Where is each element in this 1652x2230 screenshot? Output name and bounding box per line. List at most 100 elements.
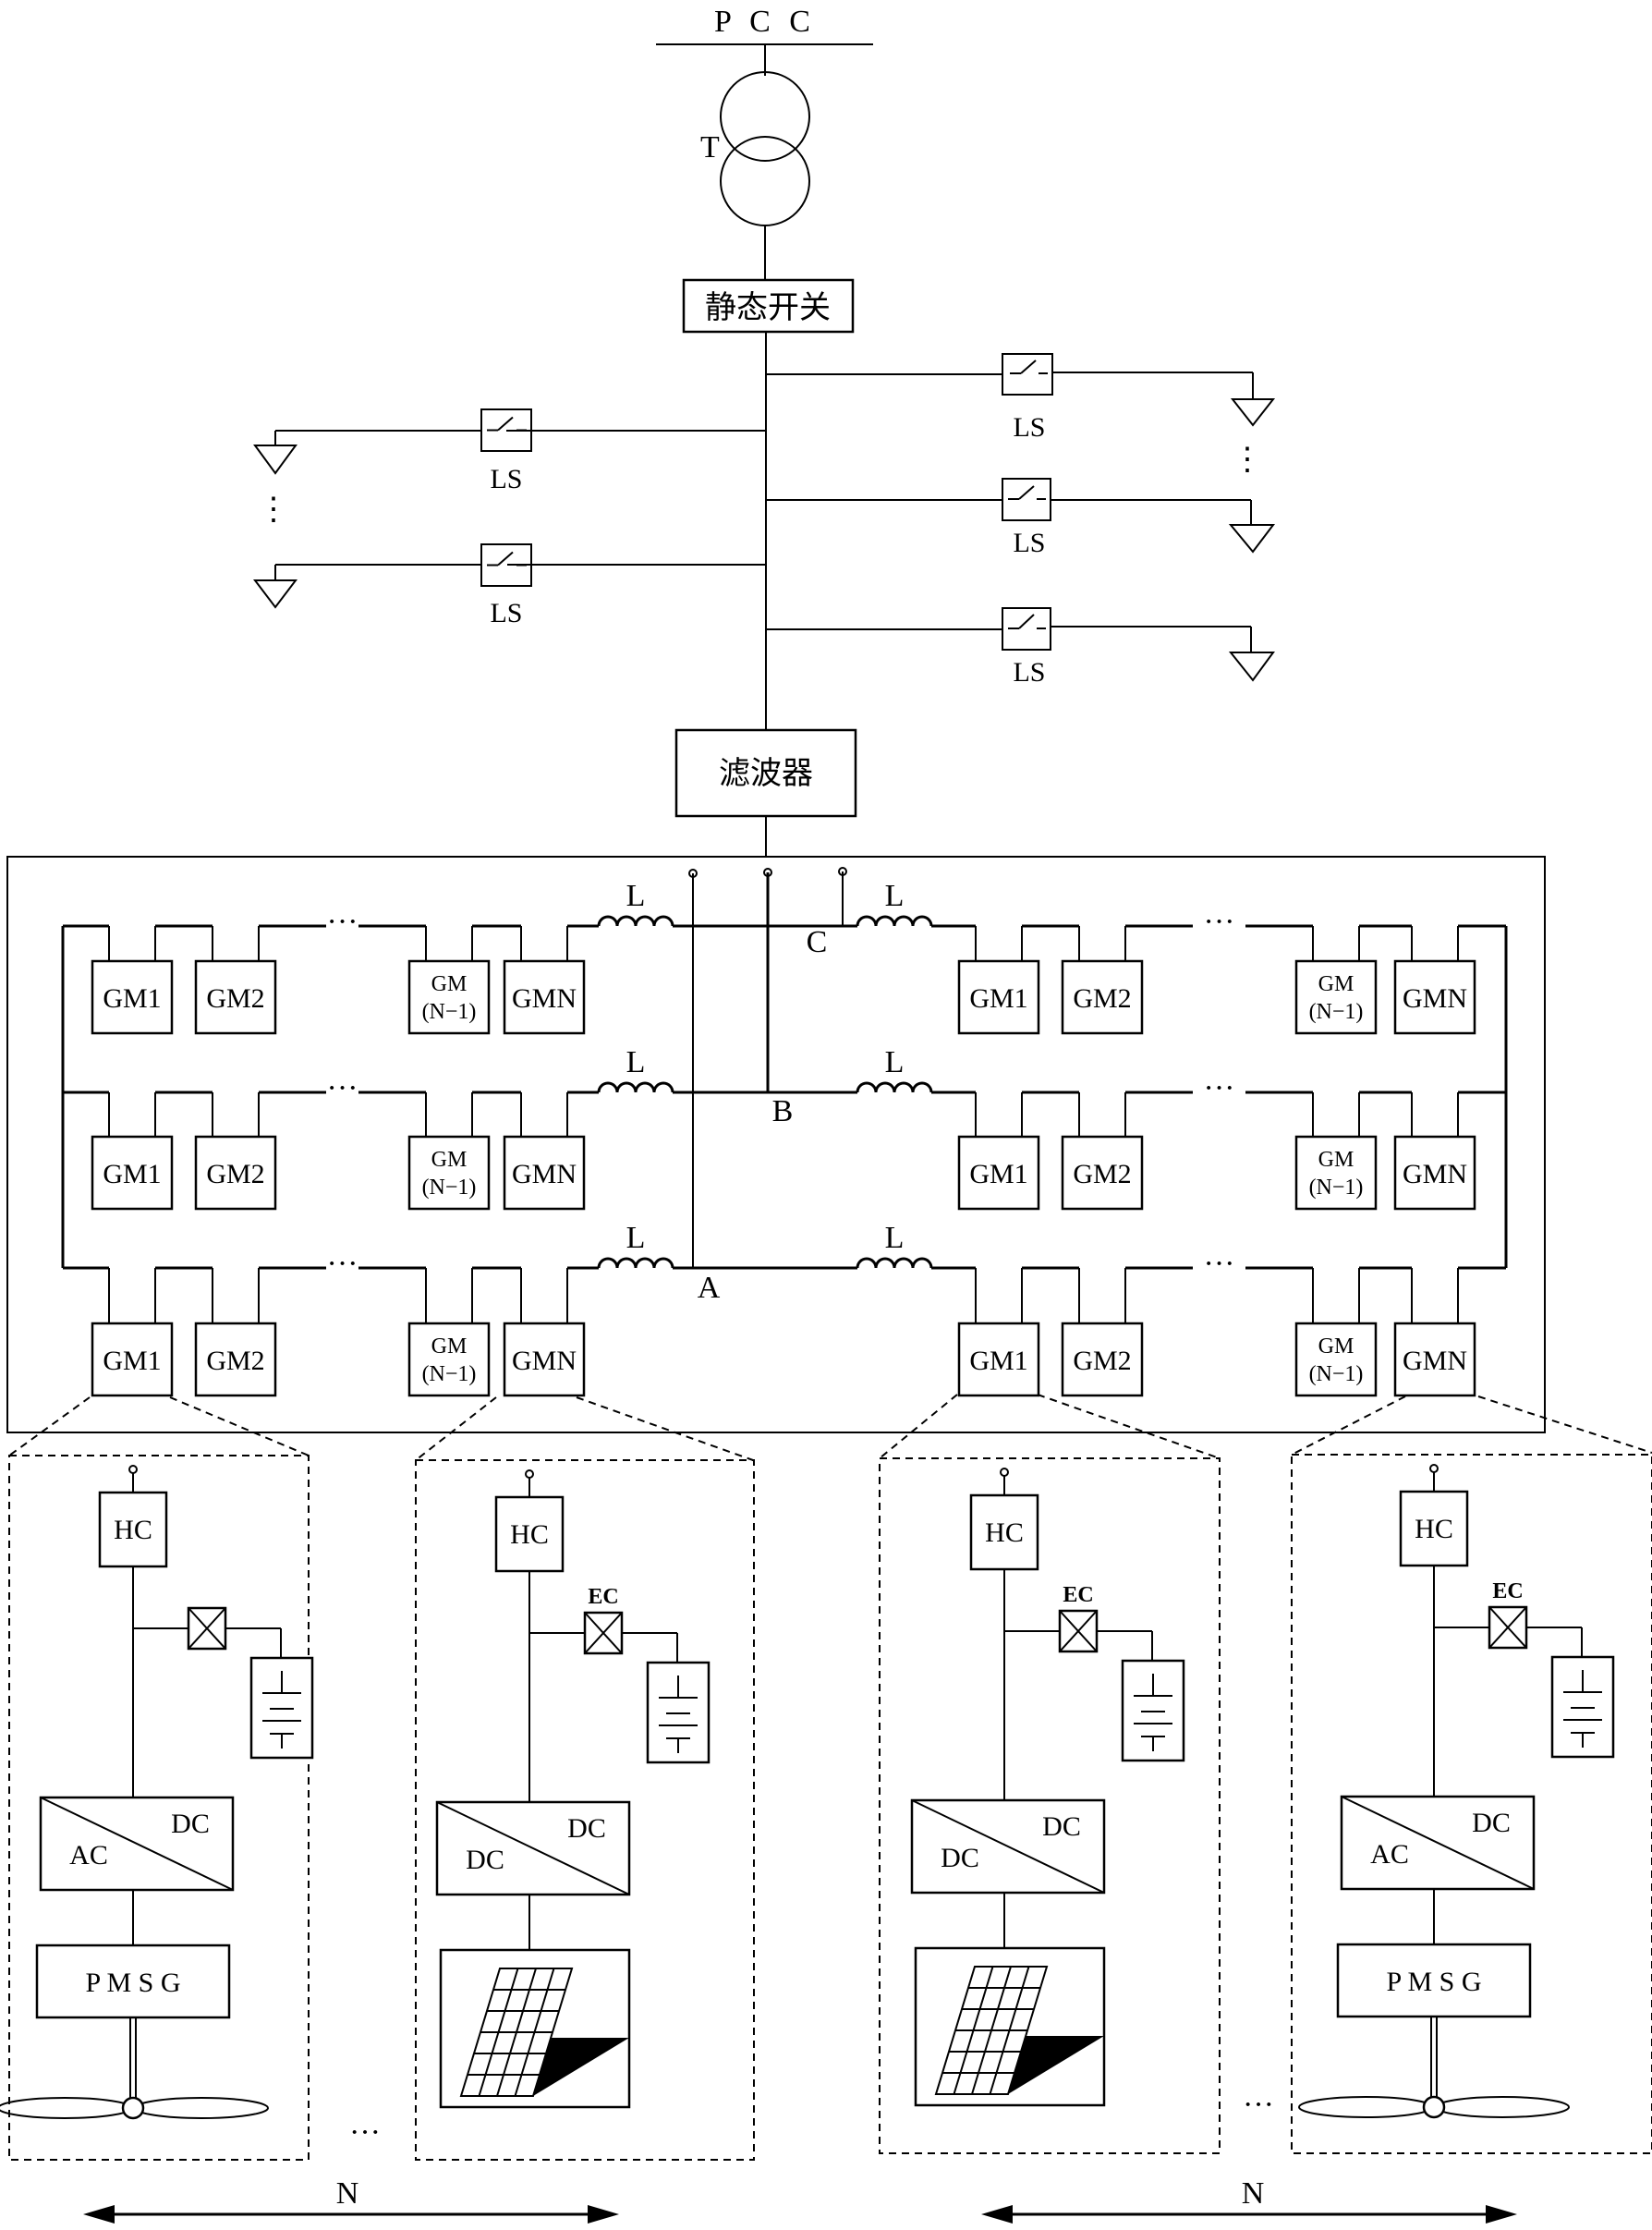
static-switch-label: 静态开关 xyxy=(705,289,831,326)
module-ellipsis: ··· xyxy=(349,2115,381,2150)
pmsg-label: P M S G xyxy=(85,1968,180,1998)
transformer-icon xyxy=(720,71,810,226)
converter-output-label: DC xyxy=(171,1809,210,1839)
inductor-icon xyxy=(856,1081,933,1093)
transformer-label: T xyxy=(700,130,720,165)
gm-block: GM2 xyxy=(194,926,277,1035)
load-switch-label: LS xyxy=(490,464,522,494)
gm-label: GMN xyxy=(512,1159,577,1189)
gm-label: GM1 xyxy=(969,983,1027,1014)
load-switch-label: LS xyxy=(490,598,522,628)
gm-label: GM xyxy=(431,1148,468,1172)
converter-icon xyxy=(39,1796,235,1892)
terminal-icon xyxy=(838,867,847,876)
gm-block: GM2 xyxy=(194,1268,277,1397)
phase-label-a: A xyxy=(698,1271,721,1305)
gm-label: GMN xyxy=(512,1346,577,1376)
vertical-ellipsis: ⋮ xyxy=(1232,443,1263,477)
ec-switch-icon xyxy=(583,1611,624,1655)
pv-panel-icon xyxy=(914,1946,1106,2107)
phase-label-b: B xyxy=(772,1094,794,1128)
terminal-icon xyxy=(688,869,698,878)
gm-label: GMN xyxy=(512,983,577,1014)
inductor-icon xyxy=(597,1257,674,1269)
terminal-icon xyxy=(525,1469,534,1479)
gm-label-sub: (N−1) xyxy=(1309,1176,1364,1200)
ec-switch-icon xyxy=(187,1606,227,1651)
converter-icon xyxy=(1340,1795,1536,1891)
ec-label: EC xyxy=(1492,1579,1523,1603)
gm-block: GM (N−1) xyxy=(1294,1268,1378,1397)
gm-label: GM xyxy=(1318,1334,1354,1359)
ec-label: EC xyxy=(1063,1583,1093,1607)
phase-terminals xyxy=(688,867,847,1268)
gm-label: GM xyxy=(1318,1148,1354,1172)
filter-label: 滤波器 xyxy=(719,755,813,792)
gm-label: GM1 xyxy=(103,983,161,1014)
load-branch-left-1: LS xyxy=(253,408,766,494)
inductor-icon xyxy=(597,915,674,927)
load-switch-icon xyxy=(480,408,532,452)
arrow-right-icon xyxy=(588,2205,619,2224)
gm-label: GM2 xyxy=(206,983,264,1014)
gm-block: GMN xyxy=(503,1092,586,1211)
gm-block: GM2 xyxy=(1061,1268,1144,1397)
gm-label-sub: (N−1) xyxy=(422,1000,477,1024)
battery-icon xyxy=(1121,1659,1185,1762)
zoom-callout-lines xyxy=(8,1394,1652,1461)
converter-input-label: AC xyxy=(69,1840,108,1871)
load-switch-icon xyxy=(1002,353,1053,396)
load-icon xyxy=(1230,398,1276,427)
load-icon xyxy=(252,579,298,609)
gm-label: GM1 xyxy=(969,1159,1027,1189)
terminal-icon xyxy=(128,1465,138,1474)
load-icon xyxy=(253,445,298,475)
inductor-label: L xyxy=(885,1045,905,1079)
inductor-label: L xyxy=(626,879,646,913)
gm-label: GM2 xyxy=(1073,983,1131,1014)
arrow-left-icon xyxy=(981,2205,1013,2224)
gm-ellipsis: ··· xyxy=(327,1071,358,1105)
gm-label: GM2 xyxy=(1073,1159,1131,1189)
gm-label-sub: (N−1) xyxy=(1309,1362,1364,1386)
span-label: N xyxy=(1242,2176,1265,2211)
gm-label: GM2 xyxy=(206,1346,264,1376)
load-branch-right-3: LS xyxy=(766,607,1275,688)
hc-box xyxy=(969,1493,1039,1571)
gm-ellipsis: ··· xyxy=(327,905,358,939)
wind-turbine-icon xyxy=(1298,2017,1570,2119)
converter-output-label: DC xyxy=(1472,1808,1511,1838)
gm-label: GM1 xyxy=(969,1346,1027,1376)
inductor-label: L xyxy=(885,879,905,913)
gm-label: GMN xyxy=(1403,1159,1467,1189)
converter-icon xyxy=(435,1800,631,1896)
span-arrow-right xyxy=(981,2205,1517,2224)
battery-icon xyxy=(1550,1655,1615,1759)
gm-block: GM (N−1) xyxy=(1294,1092,1378,1211)
inductor-icon xyxy=(856,915,933,927)
ec-switch-icon xyxy=(1488,1605,1528,1650)
module-frame xyxy=(8,1455,310,2161)
ec-label: EC xyxy=(588,1585,618,1609)
wind-turbine-icon xyxy=(0,2017,269,2120)
filter-box xyxy=(674,728,857,818)
load-branch-left-2: LS xyxy=(252,543,766,628)
pmsg-label: P M S G xyxy=(1386,1967,1481,1997)
converter-input-label: AC xyxy=(1370,1839,1409,1870)
phase-label-c: C xyxy=(807,925,828,959)
gm-block: GM2 xyxy=(194,1092,277,1211)
load-switch-icon xyxy=(1002,607,1051,651)
arrow-left-icon xyxy=(83,2205,115,2224)
load-icon xyxy=(1228,524,1276,554)
gm-block: GMN xyxy=(1393,1092,1476,1211)
gm-block: GMN xyxy=(1393,926,1476,1035)
converter-input-label: DC xyxy=(941,1843,979,1873)
gm-label-sub: (N−1) xyxy=(422,1176,477,1200)
inductor-icon xyxy=(856,1257,933,1269)
inductor-label: L xyxy=(626,1221,646,1255)
